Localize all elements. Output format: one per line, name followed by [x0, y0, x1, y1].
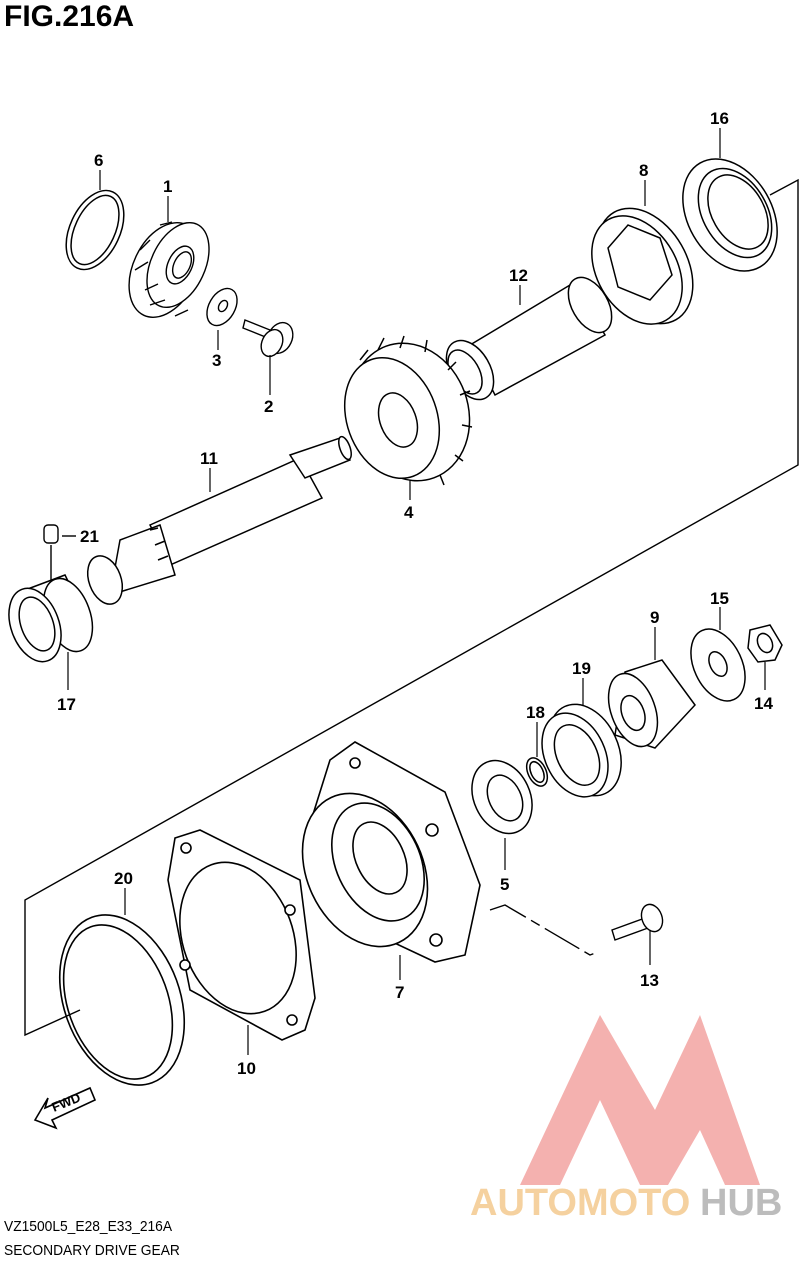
part-18-o-ring — [525, 757, 549, 787]
part-16-oil-seal — [682, 158, 778, 272]
callout-21: 21 — [80, 527, 99, 546]
callout-15: 15 — [710, 589, 729, 608]
callout-11: 11 — [200, 449, 218, 468]
part-12-sleeve-shaft — [445, 276, 613, 401]
fwd-arrow-icon: FWD — [33, 1086, 97, 1130]
part-20-o-ring — [58, 914, 186, 1086]
callout-13: 13 — [640, 971, 659, 990]
part-11-pinion-shaft — [86, 435, 352, 605]
assembly-name: SECONDARY DRIVE GEAR — [4, 1242, 180, 1259]
part-4-driven-bevel-gear — [343, 335, 473, 486]
figure-title: FIG.216A — [4, 0, 135, 33]
model-code: VZ1500L5_E28_E33_216A — [4, 1218, 173, 1235]
callout-14: 14 — [754, 694, 773, 713]
callout-10: 10 — [237, 1059, 256, 1078]
part-19-bearing — [541, 703, 622, 798]
callout-19: 19 — [572, 659, 591, 678]
callout-3: 3 — [212, 351, 221, 370]
part-1-bevel-gear — [128, 221, 210, 318]
part-13-bolt — [611, 903, 664, 941]
part-17-needle-bearing — [8, 574, 94, 663]
part-3-washer — [206, 287, 238, 327]
assembly-frame — [24, 178, 799, 1037]
callout-17: 17 — [57, 695, 76, 714]
part-7-gear-case — [301, 741, 481, 963]
part-9-coupling — [607, 659, 696, 749]
part-8-hex-spacer — [591, 207, 694, 325]
callout-18: 18 — [526, 703, 545, 722]
part-21-dowel-pin — [43, 524, 76, 582]
watermark-logo — [520, 1015, 760, 1185]
callout-5: 5 — [500, 875, 509, 894]
watermark-text-2: HUB — [700, 1182, 782, 1224]
callout-8: 8 — [639, 161, 648, 180]
watermark-text-1: AUTOMOTO — [470, 1182, 690, 1224]
callout-16: 16 — [710, 109, 729, 128]
callout-20: 20 — [114, 869, 133, 888]
callout-12: 12 — [509, 266, 528, 285]
part-10-gasket — [167, 829, 316, 1041]
callout-1: 1 — [163, 177, 172, 196]
part-14-nut — [747, 624, 783, 663]
part-6-o-ring — [65, 189, 125, 271]
callout-6: 6 — [94, 151, 103, 170]
callout-2: 2 — [264, 397, 273, 416]
part-5-oil-seal — [471, 759, 533, 835]
callout-9: 9 — [650, 608, 659, 627]
callout-7: 7 — [395, 983, 404, 1002]
callout-4: 4 — [404, 503, 414, 522]
part-2-bolt — [242, 319, 294, 358]
part-15-washer — [690, 628, 746, 702]
leader-lines — [67, 128, 766, 1055]
